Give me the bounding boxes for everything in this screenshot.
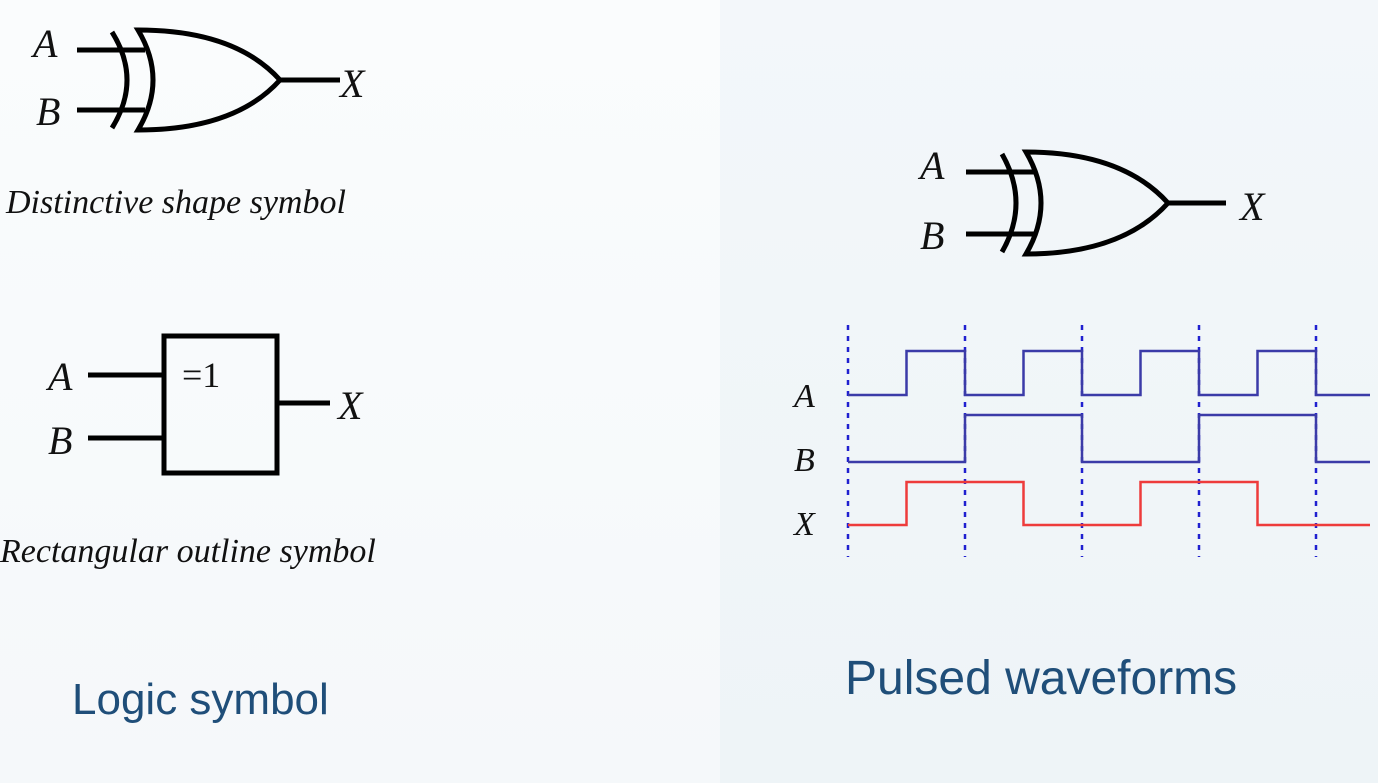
xor-gate-distinctive-symbol	[77, 27, 340, 133]
wf-gate-input-b-label: B	[920, 213, 945, 258]
xor-gate-rectangular-symbol	[88, 333, 330, 476]
distinctive-input-a-label: A	[33, 21, 58, 66]
waveform-label-a: A	[792, 378, 815, 415]
waveform-b	[848, 413, 1370, 464]
distinctive-output-label: X	[340, 61, 365, 106]
waveform-label-x: X	[792, 506, 816, 543]
left-panel	[0, 0, 720, 783]
rect-box-label: =1	[182, 355, 221, 395]
xor-gate-body	[133, 27, 284, 133]
wf-gate-input-a-label: A	[920, 143, 945, 188]
rect-input-b-label: B	[48, 418, 73, 463]
rect-input-a-label: A	[48, 354, 73, 399]
right-panel	[720, 0, 1378, 783]
waveform-a	[848, 349, 1370, 397]
wf-gate-back-curve	[999, 152, 1019, 254]
rectangular-caption: Rectangular outline symbol	[0, 533, 376, 570]
xor-gate-waveform-symbol	[966, 149, 1226, 257]
xor-back-curve	[109, 30, 130, 130]
rect-output-label: X	[338, 383, 363, 428]
wf-gate-body	[1021, 149, 1172, 257]
distinctive-input-b-label: B	[36, 89, 61, 134]
distinctive-caption: Distinctive shape symbol	[6, 184, 346, 221]
waveform-x	[848, 480, 1370, 527]
waveform-label-b: B	[794, 442, 815, 479]
rect-gate-box	[161, 333, 280, 476]
logic-symbol-title: Logic symbol	[72, 675, 329, 724]
wf-gate-output-label: X	[1240, 184, 1265, 229]
pulsed-waveforms-title: Pulsed waveforms	[845, 652, 1238, 705]
waveform-diagram: ABX	[792, 325, 1370, 557]
